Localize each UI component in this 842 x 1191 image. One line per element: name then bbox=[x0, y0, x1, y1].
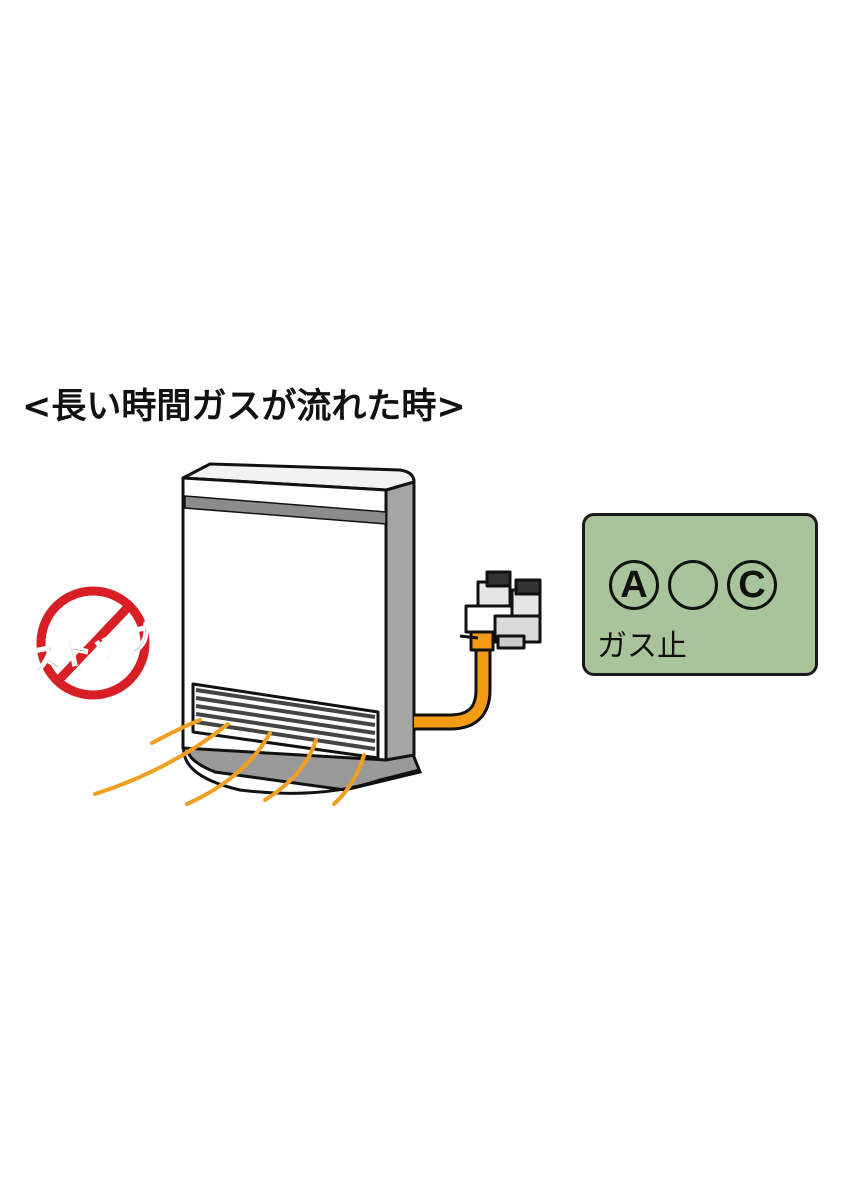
vent-grille bbox=[191, 682, 380, 760]
meter-lamp-b bbox=[668, 560, 718, 610]
gas-valve-icon bbox=[459, 570, 542, 652]
gas-meter-display-icon: A C ガス止 bbox=[582, 513, 818, 676]
meter-lamp-c: C bbox=[727, 560, 777, 610]
warm-air-lines bbox=[93, 718, 366, 806]
meter-lamp-a: A bbox=[609, 560, 659, 610]
page-title: <長い時間ガスが流れた時> bbox=[22, 387, 466, 427]
meter-status-label: ガス止 bbox=[597, 629, 687, 664]
meter-lamps: A C bbox=[609, 560, 777, 610]
gas-heater-icon bbox=[181, 462, 416, 762]
prohibition-sign-icon: ストップ bbox=[24, 586, 160, 700]
